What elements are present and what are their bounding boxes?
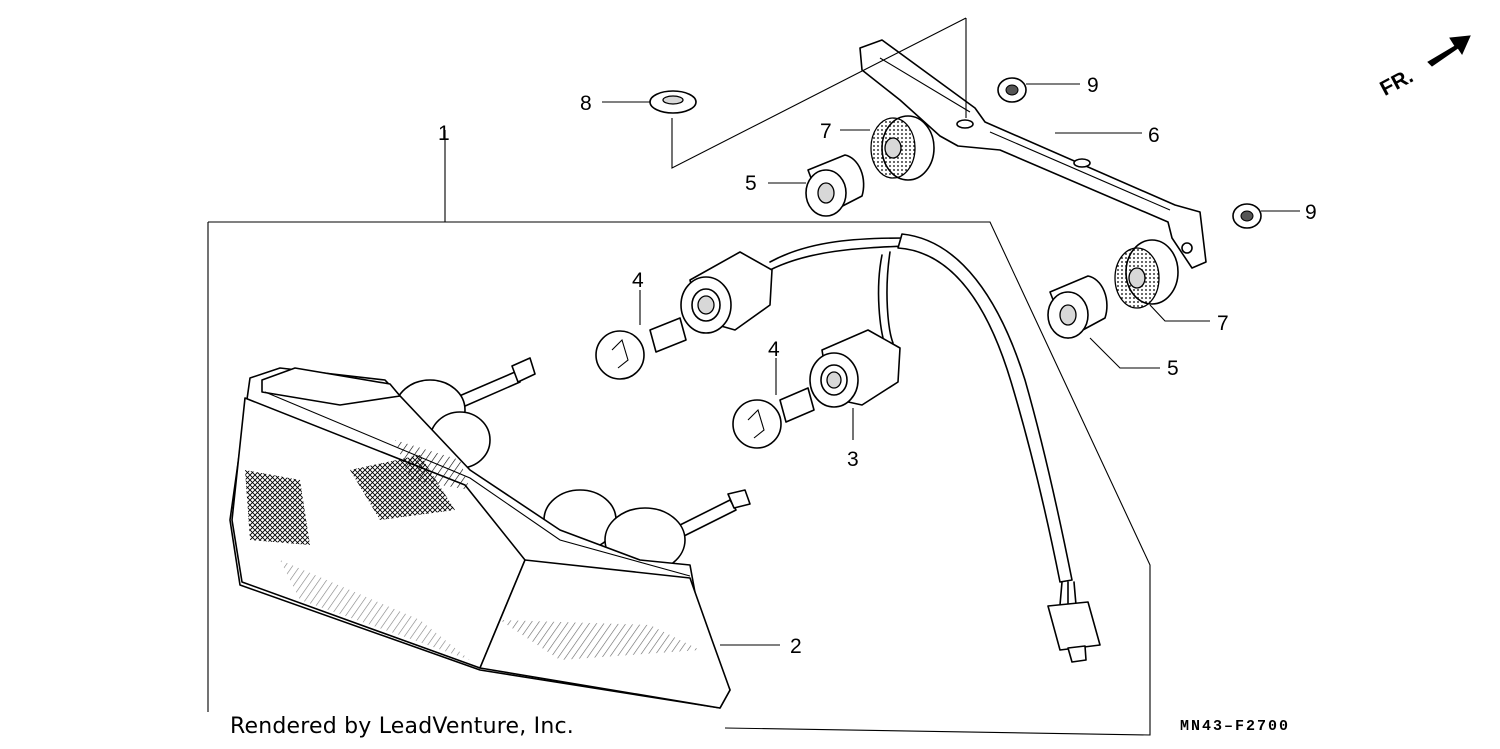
bulb-lower — [732, 358, 815, 449]
rendered-by-credit: Rendered by LeadVenture, Inc. — [230, 714, 574, 739]
callout-nut-upper: 9 — [1087, 74, 1099, 97]
callout-grommet-top: 8 — [580, 92, 592, 115]
socket-upper — [680, 251, 773, 334]
direction-label: FR. — [1376, 65, 1417, 101]
collar-lower — [1047, 275, 1160, 369]
nut-upper — [997, 77, 1080, 103]
socket-lower — [809, 329, 901, 440]
wiring-harness — [769, 233, 1101, 663]
assembly-leader — [671, 17, 967, 169]
callout-socket: 3 — [847, 448, 859, 471]
callout-collar-upper: 5 — [745, 172, 757, 195]
stay-bracket — [859, 18, 1207, 269]
diagram-code: MN43–F2700 — [1180, 718, 1291, 735]
callout-tail-light-assembly: 1 — [438, 122, 450, 145]
bulb-upper — [595, 290, 687, 380]
callout-nut-lower: 9 — [1305, 201, 1317, 224]
callout-grommet-lower: 7 — [1217, 312, 1229, 335]
nut-lower — [1232, 203, 1300, 229]
front-arrow-icon — [1427, 35, 1471, 67]
callout-labels: 1 2 3 4 4 5 5 6 7 7 8 9 9 — [438, 74, 1317, 658]
assembly-outline — [207, 130, 1151, 736]
callout-grommet-upper: 7 — [820, 120, 832, 143]
callout-stay: 6 — [1148, 124, 1160, 147]
grommet-upper — [840, 115, 935, 181]
callout-bulb-upper: 4 — [632, 269, 644, 292]
callout-lens: 2 — [790, 635, 802, 658]
tail-light-housing — [229, 357, 780, 709]
callout-bulb-lower: 4 — [768, 338, 780, 361]
collar-upper — [768, 154, 865, 217]
grommet-top — [602, 90, 697, 114]
front-direction-marker: FR. — [1376, 35, 1471, 101]
grommet-lower — [1114, 239, 1210, 322]
callout-collar-lower: 5 — [1167, 357, 1179, 380]
